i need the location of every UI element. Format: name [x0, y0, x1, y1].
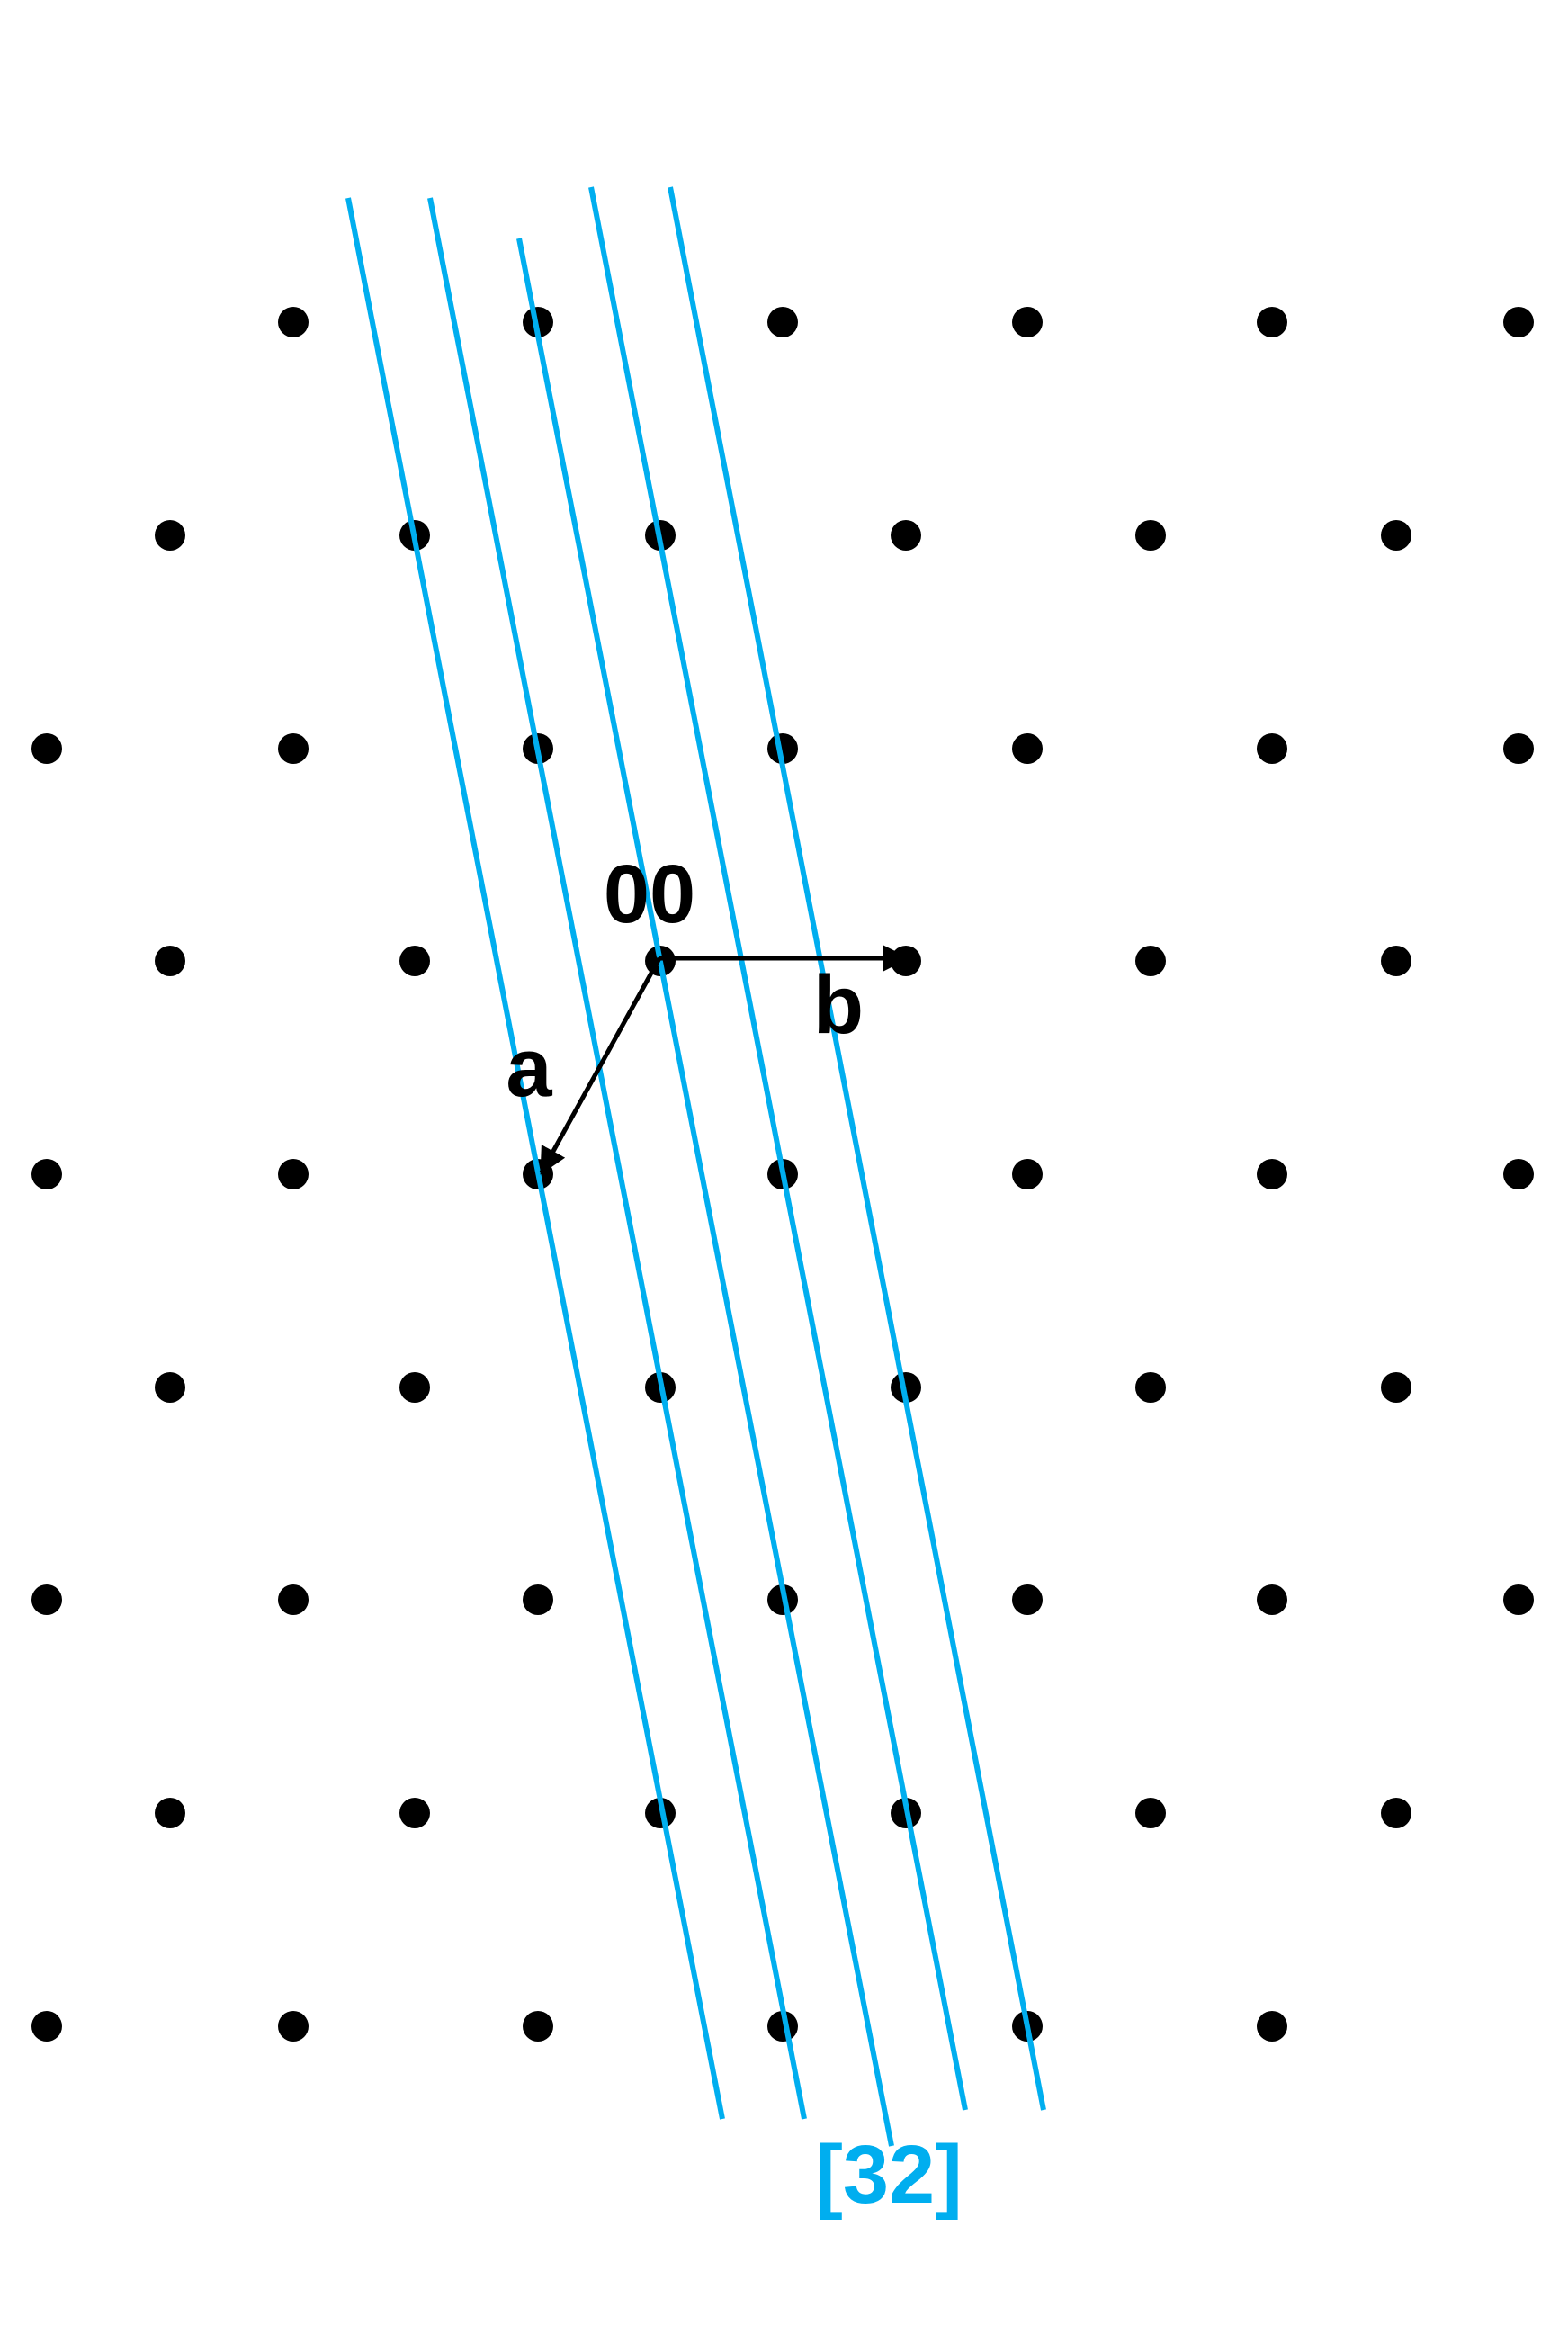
lattice-point: [1381, 1372, 1411, 1403]
lattice-point: [1503, 1159, 1534, 1189]
lattice-point: [155, 1372, 185, 1403]
lattice-point: [1257, 1584, 1287, 1615]
lattice-point: [1503, 733, 1534, 764]
lattice-point: [399, 1798, 430, 1828]
direction-label: [32]: [815, 2129, 963, 2221]
direction-line: [427, 197, 807, 2120]
lattice-point: [1381, 520, 1411, 551]
lattice-point: [891, 946, 921, 976]
lattice-point: [523, 2011, 553, 2042]
lattice-point: [523, 1584, 553, 1615]
direction-line: [668, 186, 1046, 2111]
lattice-point: [31, 1159, 62, 1189]
direction-line: [588, 186, 968, 2111]
lattice-point: [1135, 520, 1166, 551]
direction-lines-32: [345, 186, 1046, 2147]
lattice-point: [1012, 733, 1043, 764]
lattice-point: [767, 307, 798, 337]
lattice-point: [278, 307, 309, 337]
lattice-point: [278, 1159, 309, 1189]
lattice-point: [155, 946, 185, 976]
lattice-point: [1381, 1798, 1411, 1828]
lattice-point: [1381, 946, 1411, 976]
vector-b-label: b: [813, 959, 864, 1051]
lattice-point: [1135, 1798, 1166, 1828]
lattice-point: [278, 733, 309, 764]
lattice-point: [31, 1584, 62, 1615]
lattice-point: [1503, 1584, 1534, 1615]
lattice-point: [278, 2011, 309, 2042]
lattice-point: [31, 2011, 62, 2042]
direction-line: [516, 238, 894, 2147]
lattice-point: [399, 946, 430, 976]
lattice-point: [1012, 307, 1043, 337]
lattice-point: [891, 520, 921, 551]
lattice-point: [1257, 307, 1287, 337]
lattice-points: [31, 307, 1534, 2042]
lattice-point: [1012, 1584, 1043, 1615]
lattice-point: [31, 733, 62, 764]
lattice-point: [399, 1372, 430, 1403]
lattice-point: [1135, 946, 1166, 976]
lattice-point: [1503, 307, 1534, 337]
origin-label: 00: [604, 848, 695, 940]
vector-a-label: a: [506, 1022, 552, 1114]
lattice-point: [1257, 1159, 1287, 1189]
direction-line: [345, 197, 725, 2120]
lattice-point: [1257, 2011, 1287, 2042]
lattice-point: [278, 1584, 309, 1615]
vector-a-arrow: [539, 956, 662, 1175]
lattice-point: [1012, 1159, 1043, 1189]
lattice-point: [155, 1798, 185, 1828]
lattice-point: [1257, 733, 1287, 764]
lattice-point: [1135, 1372, 1166, 1403]
lattice-point: [155, 520, 185, 551]
basis-vectors: [539, 945, 909, 1175]
